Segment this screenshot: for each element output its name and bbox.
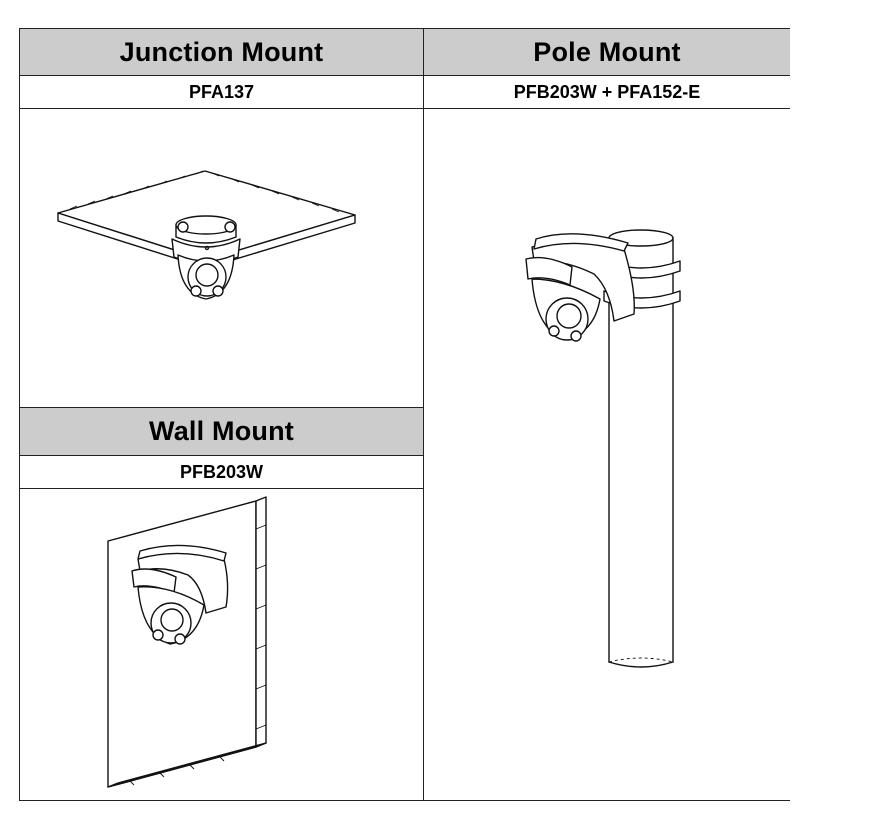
wall-mount-model: PFB203W xyxy=(179,461,264,482)
wall-header-top-divider xyxy=(19,407,423,408)
wall-bracket-drawing xyxy=(137,544,229,614)
wall-panel-drawing xyxy=(107,496,267,788)
pole-dome-camera-drawing xyxy=(525,256,601,342)
junction-mount-header: Junction Mount xyxy=(20,29,423,75)
junction-dome-camera-drawing xyxy=(171,238,241,300)
wall-header-bottom-divider xyxy=(19,455,423,456)
junction-mount-model-cell: PFA137 xyxy=(20,76,423,108)
table-top-border xyxy=(19,28,790,29)
wall-mount-title: Wall Mount xyxy=(149,416,294,446)
pole-mount-model: PFB203W + PFA152-E xyxy=(513,81,701,102)
wall-mount-illustration xyxy=(107,496,267,788)
pole-mount-header: Pole Mount xyxy=(424,29,790,75)
model-row-divider xyxy=(19,108,790,109)
wall-dome-camera-drawing xyxy=(131,568,205,645)
pole-mount-title: Pole Mount xyxy=(533,36,681,67)
junction-mount-title: Junction Mount xyxy=(119,36,324,67)
pole-mount-model-cell: PFB203W + PFA152-E xyxy=(424,76,790,108)
ceiling-junction-mount-illustration xyxy=(57,170,356,300)
junction-box-drawing xyxy=(175,215,237,244)
pole-mount-illustration xyxy=(525,229,681,668)
wall-model-divider xyxy=(19,488,423,489)
header-row-divider xyxy=(19,75,790,76)
table-column-divider xyxy=(423,28,424,801)
table-bottom-border xyxy=(19,800,790,801)
wall-mount-header: Wall Mount xyxy=(20,408,423,455)
wall-mount-model-cell: PFB203W xyxy=(20,456,423,488)
table-left-border xyxy=(19,28,20,801)
junction-mount-model: PFA137 xyxy=(188,81,255,102)
